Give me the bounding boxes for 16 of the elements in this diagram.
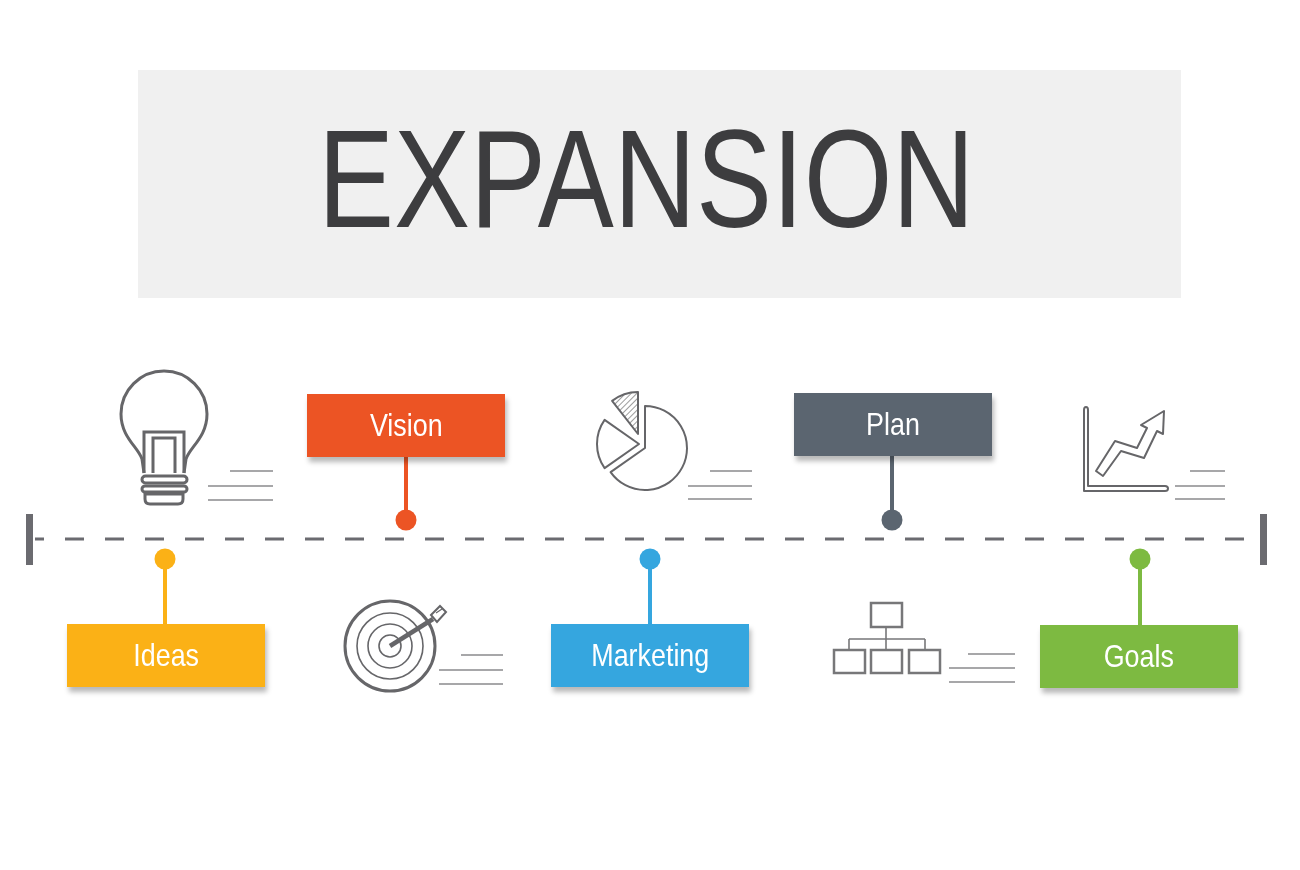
milestone-label: Vision: [369, 407, 443, 444]
pin-connector: [881, 456, 903, 531]
pin-connector: [395, 457, 417, 531]
milestone-label: Goals: [1103, 638, 1175, 675]
milestone-label: Plan: [866, 406, 920, 443]
milestone-tag: [1040, 625, 1238, 688]
pin-connector: [639, 548, 661, 624]
title: EXPANSION: [317, 109, 975, 248]
milestone-label: Marketing: [591, 637, 709, 674]
pin-connector: [1129, 548, 1151, 625]
milestone-tag: [67, 624, 265, 687]
milestone-tag: [794, 393, 992, 456]
milestone-tag: [307, 394, 505, 457]
pin-connector: [154, 548, 176, 624]
milestone-label: Ideas: [133, 637, 199, 674]
milestone-tag: [551, 624, 749, 687]
